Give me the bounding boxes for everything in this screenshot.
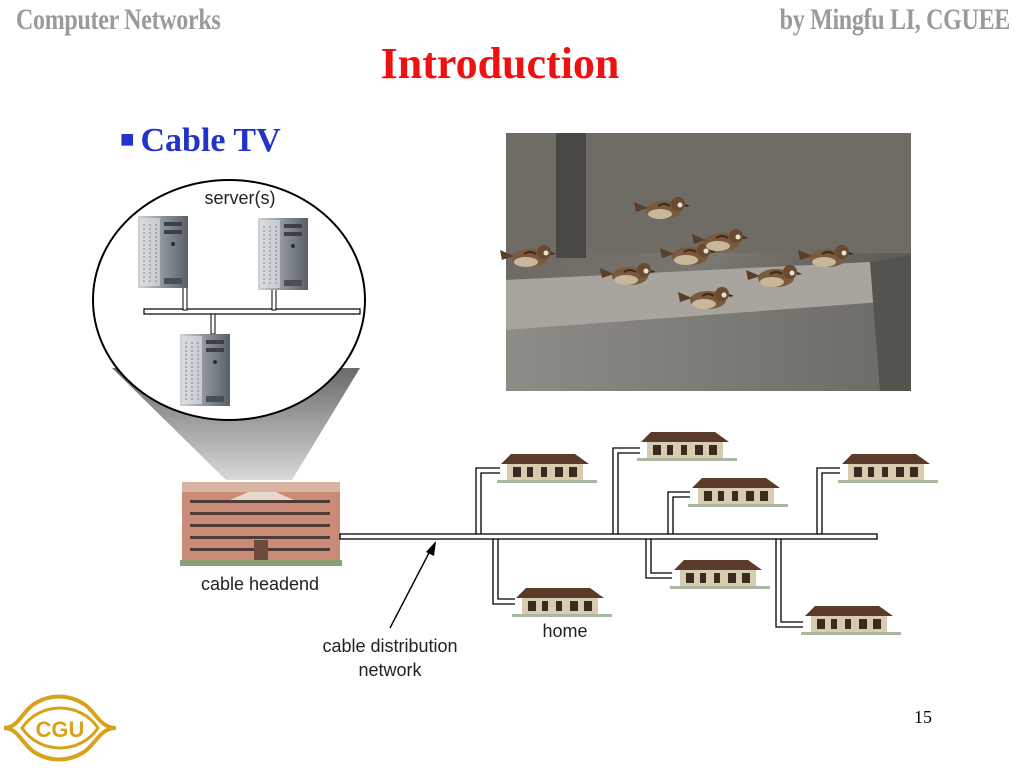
server-icon bbox=[257, 217, 309, 291]
page-number: 15 bbox=[914, 707, 932, 727]
home-icon bbox=[670, 560, 770, 589]
bullet-text: Cable TV bbox=[140, 122, 281, 159]
cgu-logo-icon: CGU bbox=[3, 694, 117, 762]
home-icon bbox=[637, 432, 737, 461]
server-icon bbox=[179, 333, 231, 407]
servers-label: server(s) bbox=[204, 188, 276, 208]
sparrows-photo bbox=[499, 133, 911, 391]
bullet-item: ■Cable TV bbox=[120, 122, 281, 160]
slide-title: Introduction bbox=[380, 39, 620, 88]
network-label-line1: cable distribution bbox=[322, 636, 458, 656]
home-icon bbox=[801, 606, 901, 635]
bullet-square-icon: ■ bbox=[120, 127, 135, 153]
course-title: Computer Networks bbox=[16, 4, 221, 37]
home-icon bbox=[497, 454, 597, 483]
author-credit: by Mingfu LI, CGUEE bbox=[779, 4, 1011, 37]
headend-building-icon bbox=[180, 482, 342, 566]
headend-label: cable headend bbox=[200, 574, 320, 594]
network-arrow-icon bbox=[389, 541, 436, 629]
distribution-cables bbox=[339, 447, 878, 628]
network-label: cable distribution network bbox=[290, 634, 490, 682]
home-icon bbox=[688, 478, 788, 507]
home-icon bbox=[838, 454, 938, 483]
logo-text: CGU bbox=[36, 717, 85, 742]
network-label-line2: network bbox=[358, 660, 422, 680]
server-icon bbox=[137, 215, 189, 289]
home-icon bbox=[512, 588, 612, 617]
home-label: home bbox=[542, 621, 588, 641]
